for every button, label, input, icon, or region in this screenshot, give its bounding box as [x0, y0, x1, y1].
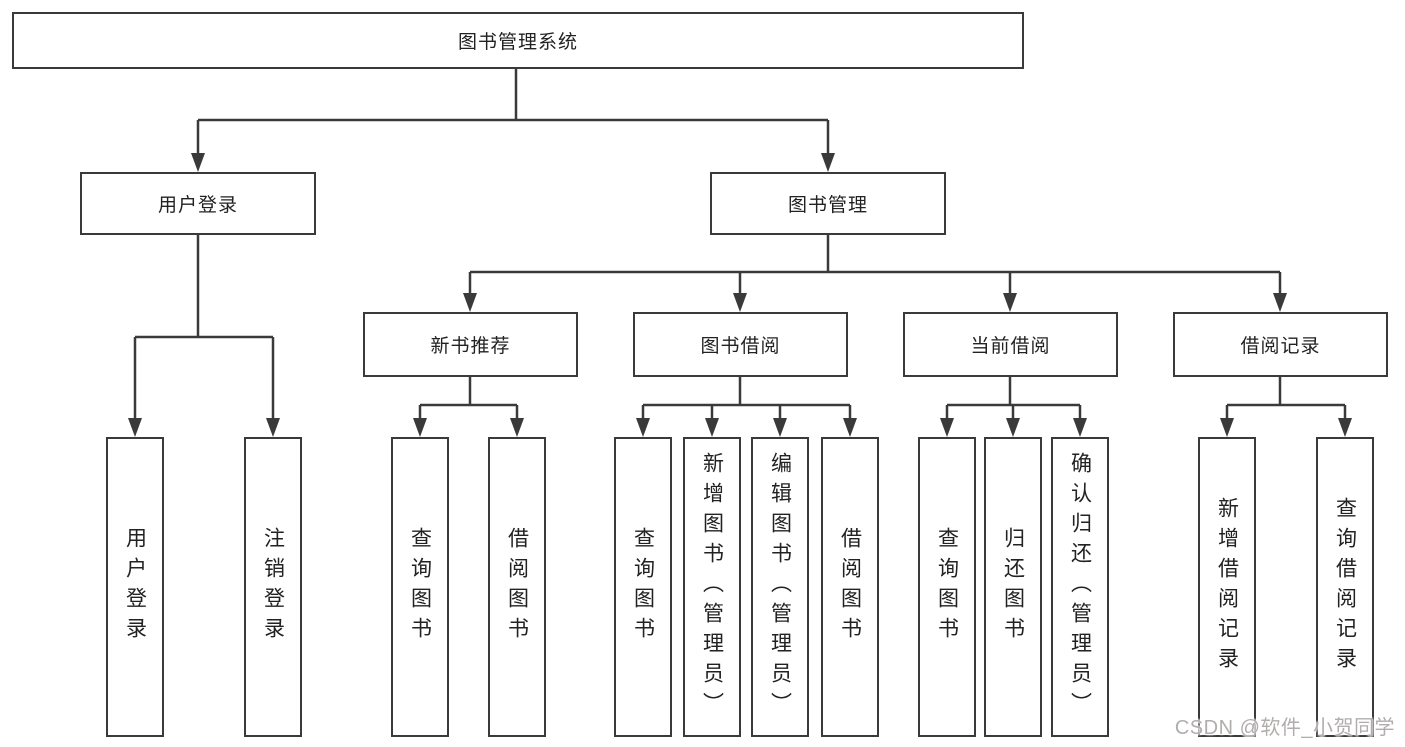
- node-leaf-borrow-books-1: 借阅图书: [488, 437, 546, 737]
- node-leaf-user-login: 用户登录: [106, 437, 164, 737]
- connector-newbooks-branch: [418, 377, 519, 423]
- node-current-borrowing: 当前借阅: [903, 312, 1118, 377]
- node-borrowing-records: 借阅记录: [1173, 312, 1388, 377]
- node-leaf-query-books-1: 查询图书: [391, 437, 449, 737]
- csdn-watermark: CSDN @软件_小贺同学: [1174, 717, 1395, 739]
- node-leaf-query-borrow-record: 查询借阅记录: [1316, 437, 1374, 737]
- connector-current-branch: [945, 377, 1082, 423]
- connector-root-to-level2: [196, 69, 830, 158]
- node-leaf-return-books: 归还图书: [984, 437, 1042, 737]
- node-leaf-add-books-admin: 新增图书（管理员）: [683, 437, 741, 737]
- node-leaf-logout: 注销登录: [244, 437, 302, 737]
- node-system-root: 图书管理系统: [12, 12, 1024, 69]
- node-book-management: 图书管理: [710, 172, 946, 235]
- node-new-book-recommend: 新书推荐: [363, 312, 578, 377]
- connector-login-branch: [133, 235, 275, 423]
- node-leaf-add-borrow-record: 新增借阅记录: [1198, 437, 1256, 737]
- connector-bookmgmt-branch: [468, 235, 1282, 298]
- node-leaf-query-books-3: 查询图书: [918, 437, 976, 737]
- node-book-borrowing: 图书借阅: [633, 312, 848, 377]
- node-leaf-borrow-books-2: 借阅图书: [821, 437, 879, 737]
- node-leaf-confirm-return-admin: 确认归还（管理员）: [1051, 437, 1109, 737]
- node-leaf-edit-books-admin: 编辑图书（管理员）: [751, 437, 809, 737]
- connector-borrow-branch: [641, 377, 852, 423]
- connector-records-branch: [1225, 377, 1347, 423]
- node-leaf-query-books-2: 查询图书: [614, 437, 672, 737]
- node-user-login: 用户登录: [80, 172, 316, 235]
